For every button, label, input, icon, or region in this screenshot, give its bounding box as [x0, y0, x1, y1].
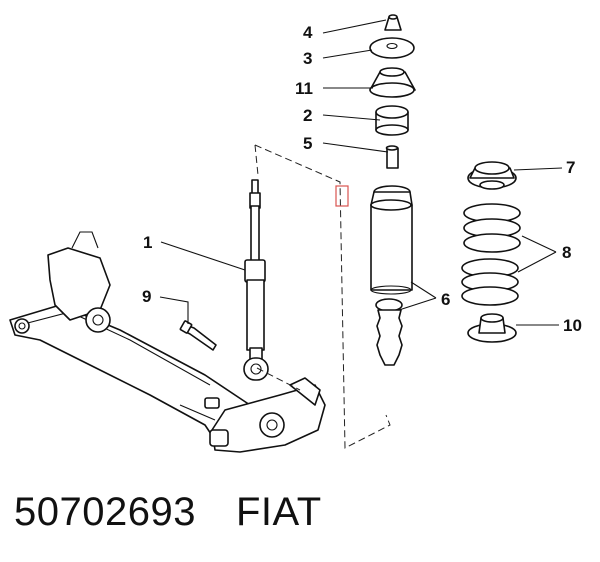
part-number: 50702693 [14, 490, 196, 534]
assembly-marker [335, 185, 349, 207]
callout-8: 8 [562, 243, 571, 262]
assembly-outline [254, 144, 391, 449]
callout-7: 7 [566, 158, 575, 177]
spacer-tube [385, 145, 399, 169]
upper-cup [369, 67, 416, 98]
washer-plate [369, 37, 415, 59]
rear-axle-beam [9, 231, 326, 453]
callout-6: 6 [441, 290, 450, 309]
mounting-bolt [179, 320, 217, 351]
rubber-bushing [375, 105, 409, 136]
callout-1: 1 [143, 233, 152, 252]
brand-name: FIAT [235, 490, 322, 534]
coil-spring-upper [463, 203, 521, 253]
upper-spring-seat [467, 161, 517, 190]
shock-absorber [243, 179, 269, 381]
coil-spring-lower [461, 258, 519, 306]
lower-spring-seat [467, 313, 517, 343]
caption: 50702693 FIAT [14, 490, 322, 535]
callout-10: 10 [563, 316, 582, 335]
callout-5: 5 [303, 134, 312, 153]
callout-9: 9 [142, 287, 151, 306]
callout-2: 2 [303, 106, 312, 125]
dust-cap [384, 14, 402, 31]
protection-boot [370, 185, 413, 295]
exploded-parts-diagram: 4 3 11 2 5 1 9 6 7 8 10 [9, 14, 582, 453]
callout-11: 11 [295, 79, 313, 98]
callout-3: 3 [303, 49, 312, 68]
leader-lines [159, 19, 563, 326]
callout-4: 4 [303, 23, 313, 42]
bump-stop [375, 298, 403, 366]
